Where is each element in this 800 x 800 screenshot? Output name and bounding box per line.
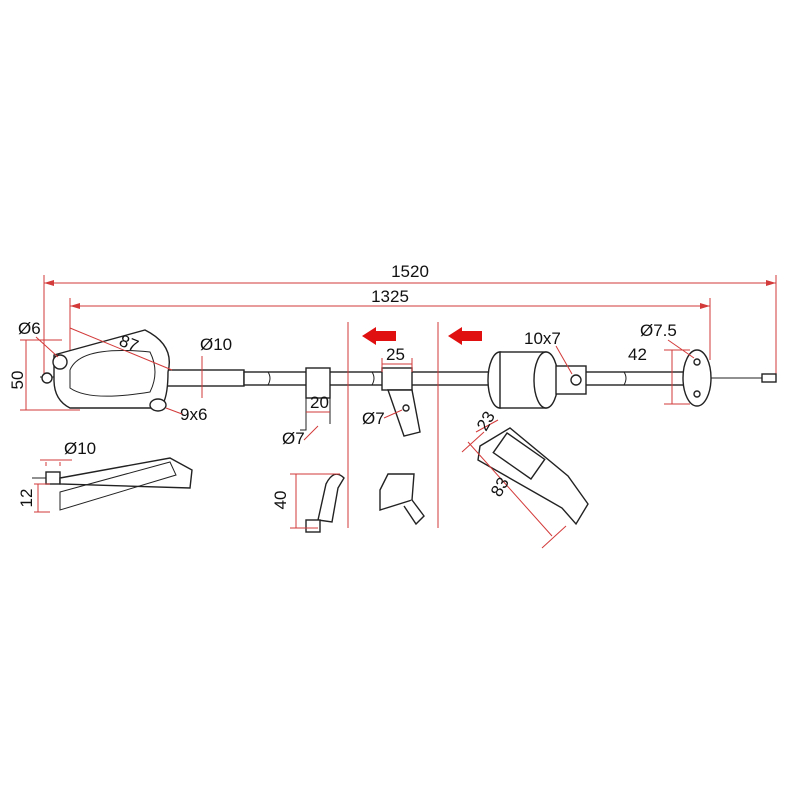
end-length-label: 42 xyxy=(628,345,647,364)
overall-length-label: 1520 xyxy=(391,262,429,281)
cable-clip: 20 Ø7 xyxy=(282,367,331,448)
clip-height-label: 40 xyxy=(271,491,290,510)
mount-bracket: 25 Ø7 xyxy=(362,345,421,437)
direction-arrow-icon xyxy=(362,327,396,345)
eye-hole xyxy=(52,354,68,370)
dimension-overall: 1520 xyxy=(43,262,777,380)
clip-width-label: 20 xyxy=(310,393,329,412)
bracket-height-label: 50 xyxy=(8,371,27,390)
direction-arrow-icon xyxy=(448,327,482,345)
sleeve-diameter-label: Ø10 xyxy=(200,335,232,354)
plate-width-label: 23 xyxy=(473,408,499,434)
detail-offset-label: 12 xyxy=(17,489,36,508)
slot-size-label: 9x6 xyxy=(180,405,207,424)
bracket-hole-label: Ø7 xyxy=(362,409,385,428)
dimension-cable: 1325 xyxy=(69,287,711,360)
detail-sleeve-diameter-label: Ø10 xyxy=(64,439,96,458)
plate-detail: 83 23 xyxy=(461,408,589,549)
bracket-width-label: 25 xyxy=(386,345,405,364)
bracket-dimensions: 50 Ø6 87 9x6 Ø10 xyxy=(8,319,232,424)
end-fitting: Ø7.5 42 xyxy=(628,321,712,407)
cable-length-label: 1325 xyxy=(371,287,409,306)
end-hole-label: Ø7.5 xyxy=(640,321,677,340)
end-bracket xyxy=(41,329,170,412)
bracket-side-view xyxy=(379,473,425,526)
clip-hole-label: Ø7 xyxy=(282,429,305,448)
clip-side-view: 40 xyxy=(271,473,345,533)
eye-diameter-label: Ø6 xyxy=(18,319,41,338)
grommet: 10x7 xyxy=(487,329,587,409)
slot-hole xyxy=(149,398,167,412)
grommet-size-label: 10x7 xyxy=(524,329,561,348)
sleeve-detail: Ø10 12 xyxy=(17,439,193,513)
